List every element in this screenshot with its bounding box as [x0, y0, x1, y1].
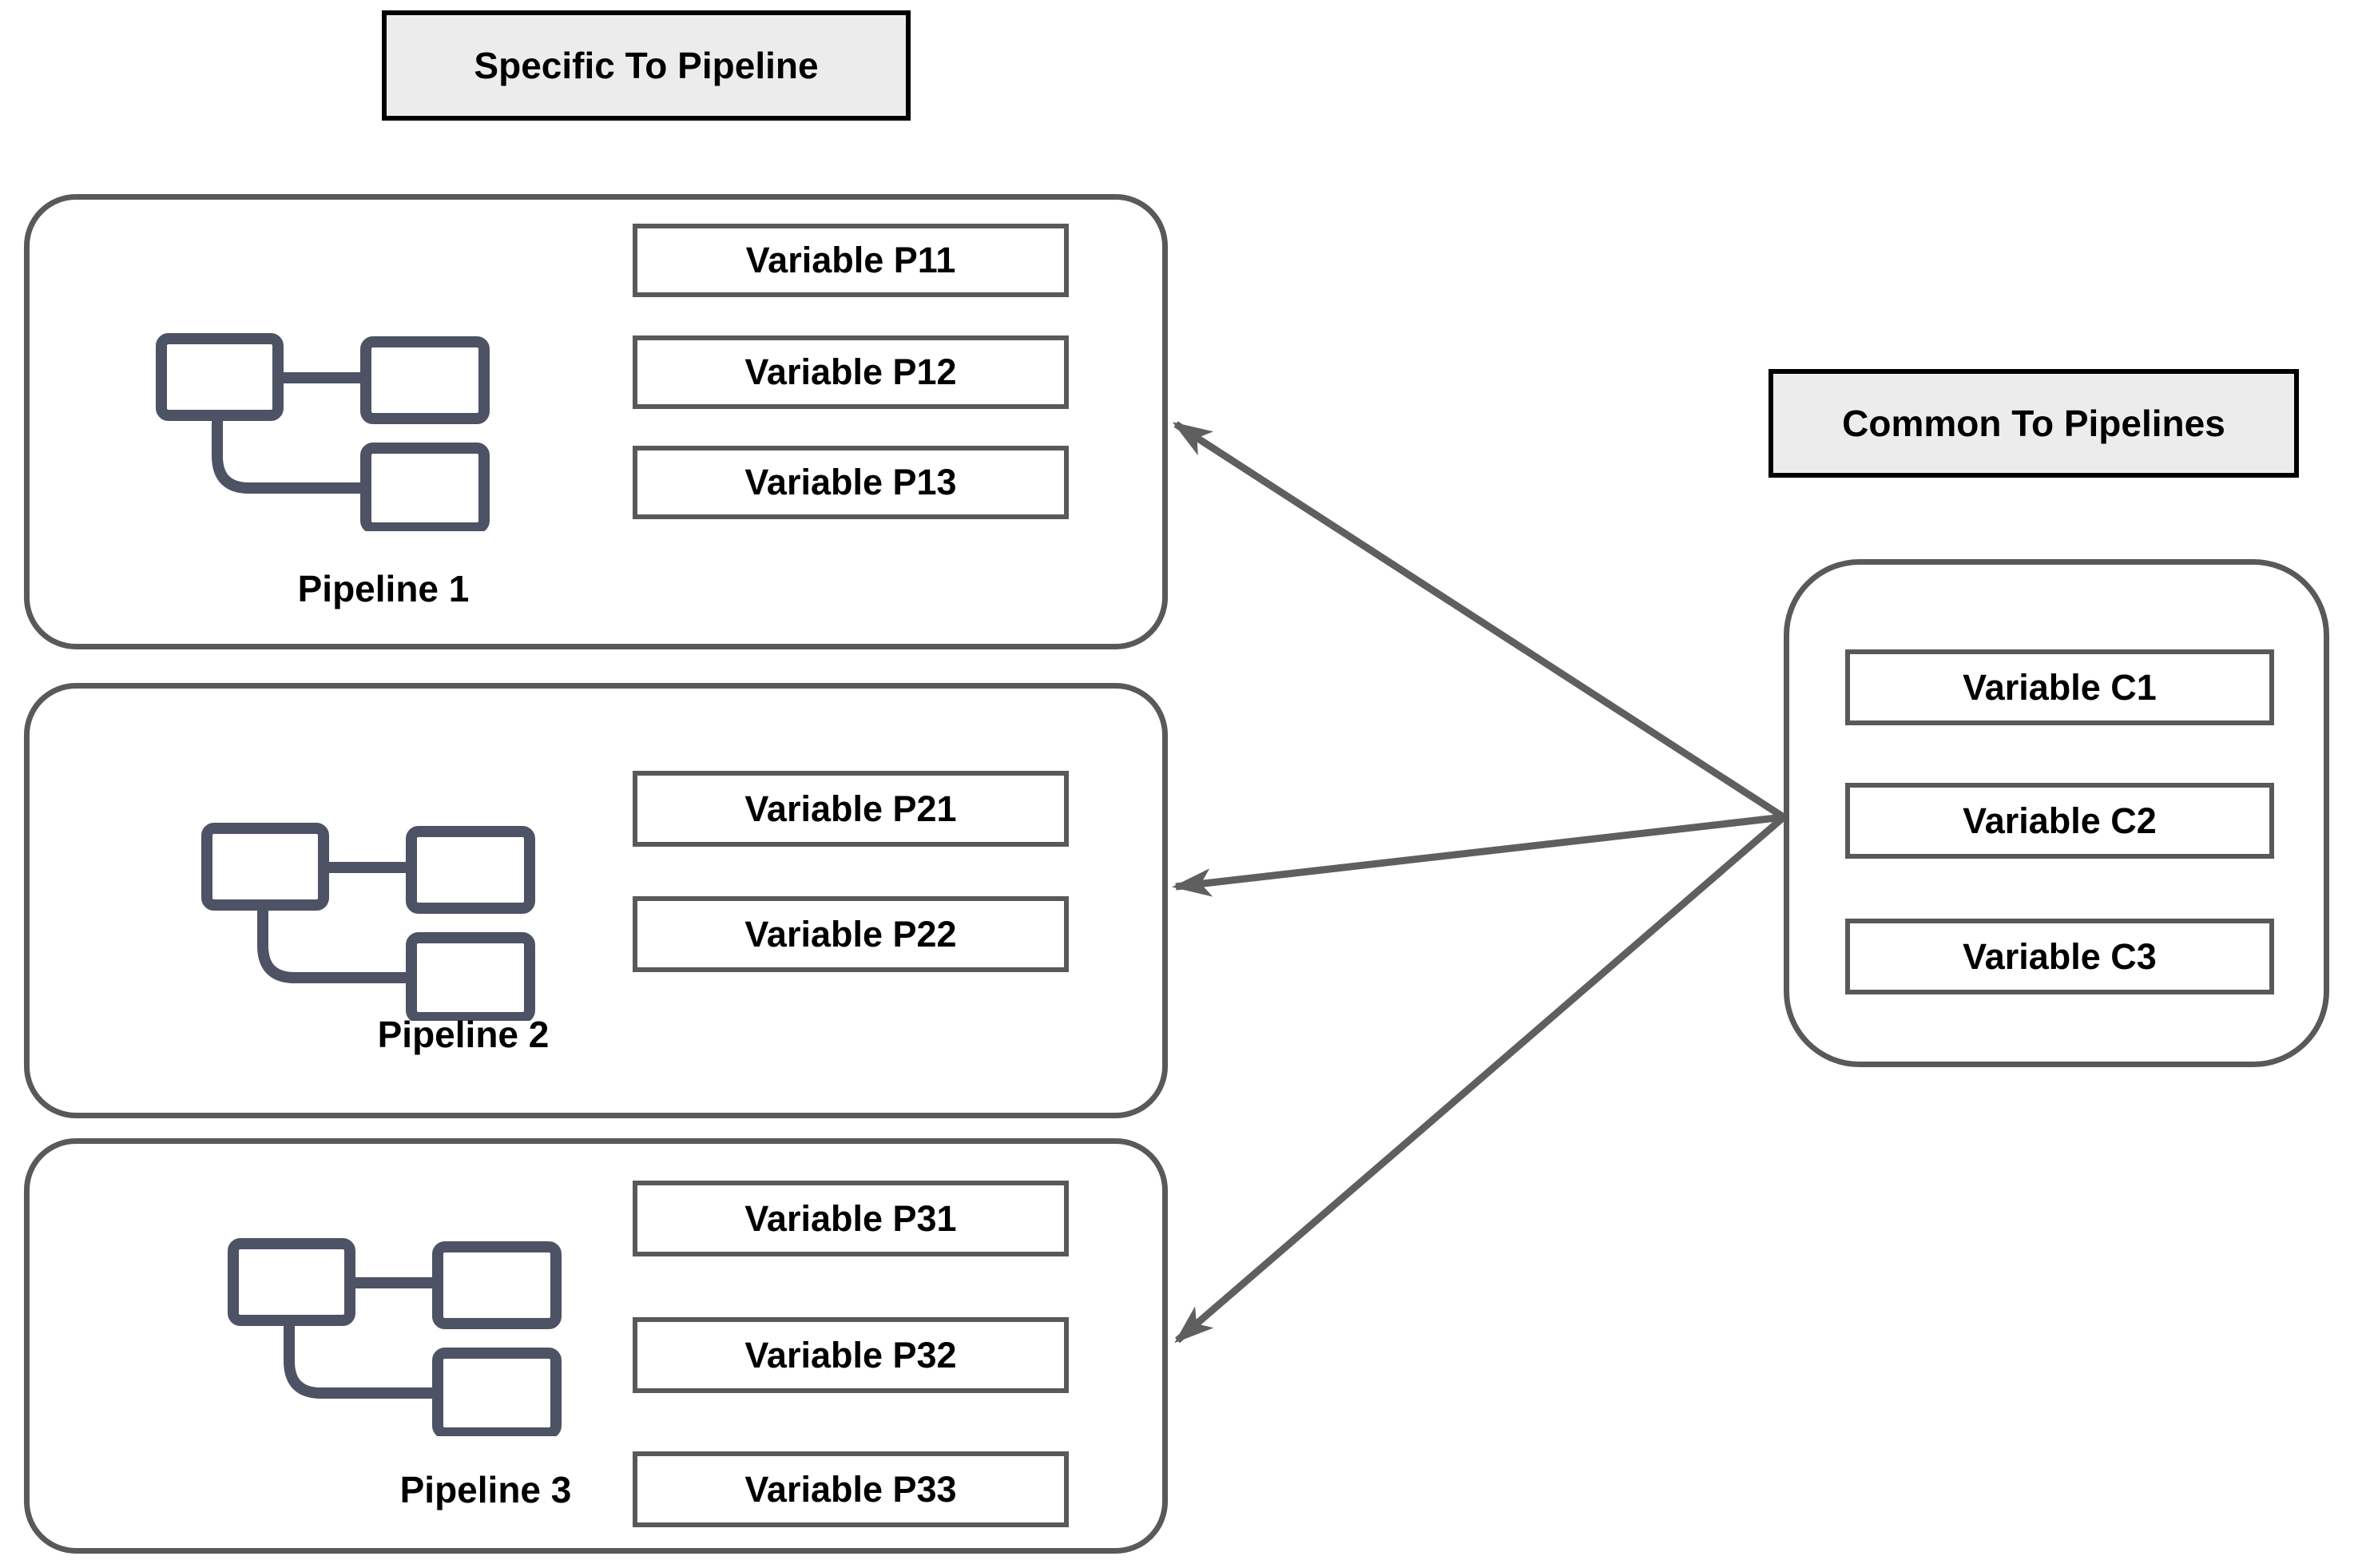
variable-box-p22: Variable P22	[633, 896, 1069, 972]
variable-box-p33: Variable P33	[633, 1451, 1069, 1527]
variable-box-c1: Variable C1	[1845, 649, 2274, 725]
variable-box-p13: Variable P13	[633, 446, 1069, 519]
common-title-box: Common To Pipelines	[1769, 369, 2299, 478]
arrow-common-to-pipeline-2	[1172, 813, 1784, 897]
pipeline-1-label: Pipeline 1	[297, 568, 470, 609]
variable-box-p11: Variable P11	[633, 224, 1069, 297]
flow-chart-icon	[228, 1238, 562, 1436]
variable-box-p12: Variable P12	[633, 335, 1069, 409]
arrow-common-to-pipeline-3	[1174, 814, 1786, 1344]
common-title-label: Common To Pipelines	[1842, 403, 2225, 444]
flow-chart-icon	[201, 823, 535, 1021]
pipeline-2-label: Pipeline 2	[377, 1014, 550, 1055]
variable-box-c3: Variable C3	[1845, 919, 2274, 994]
variable-box-p32: Variable P32	[633, 1317, 1069, 1393]
variable-box-p21: Variable P21	[633, 771, 1069, 847]
arrow-common-to-pipeline-1	[1172, 421, 1786, 820]
variable-box-p31: Variable P31	[633, 1181, 1069, 1256]
specific-title-label: Specific To Pipeline	[474, 45, 819, 86]
flow-chart-icon	[156, 333, 490, 531]
variable-box-c2: Variable C2	[1845, 783, 2274, 859]
pipeline-3-label: Pipeline 3	[399, 1469, 572, 1510]
specific-title-box: Specific To Pipeline	[382, 10, 911, 121]
